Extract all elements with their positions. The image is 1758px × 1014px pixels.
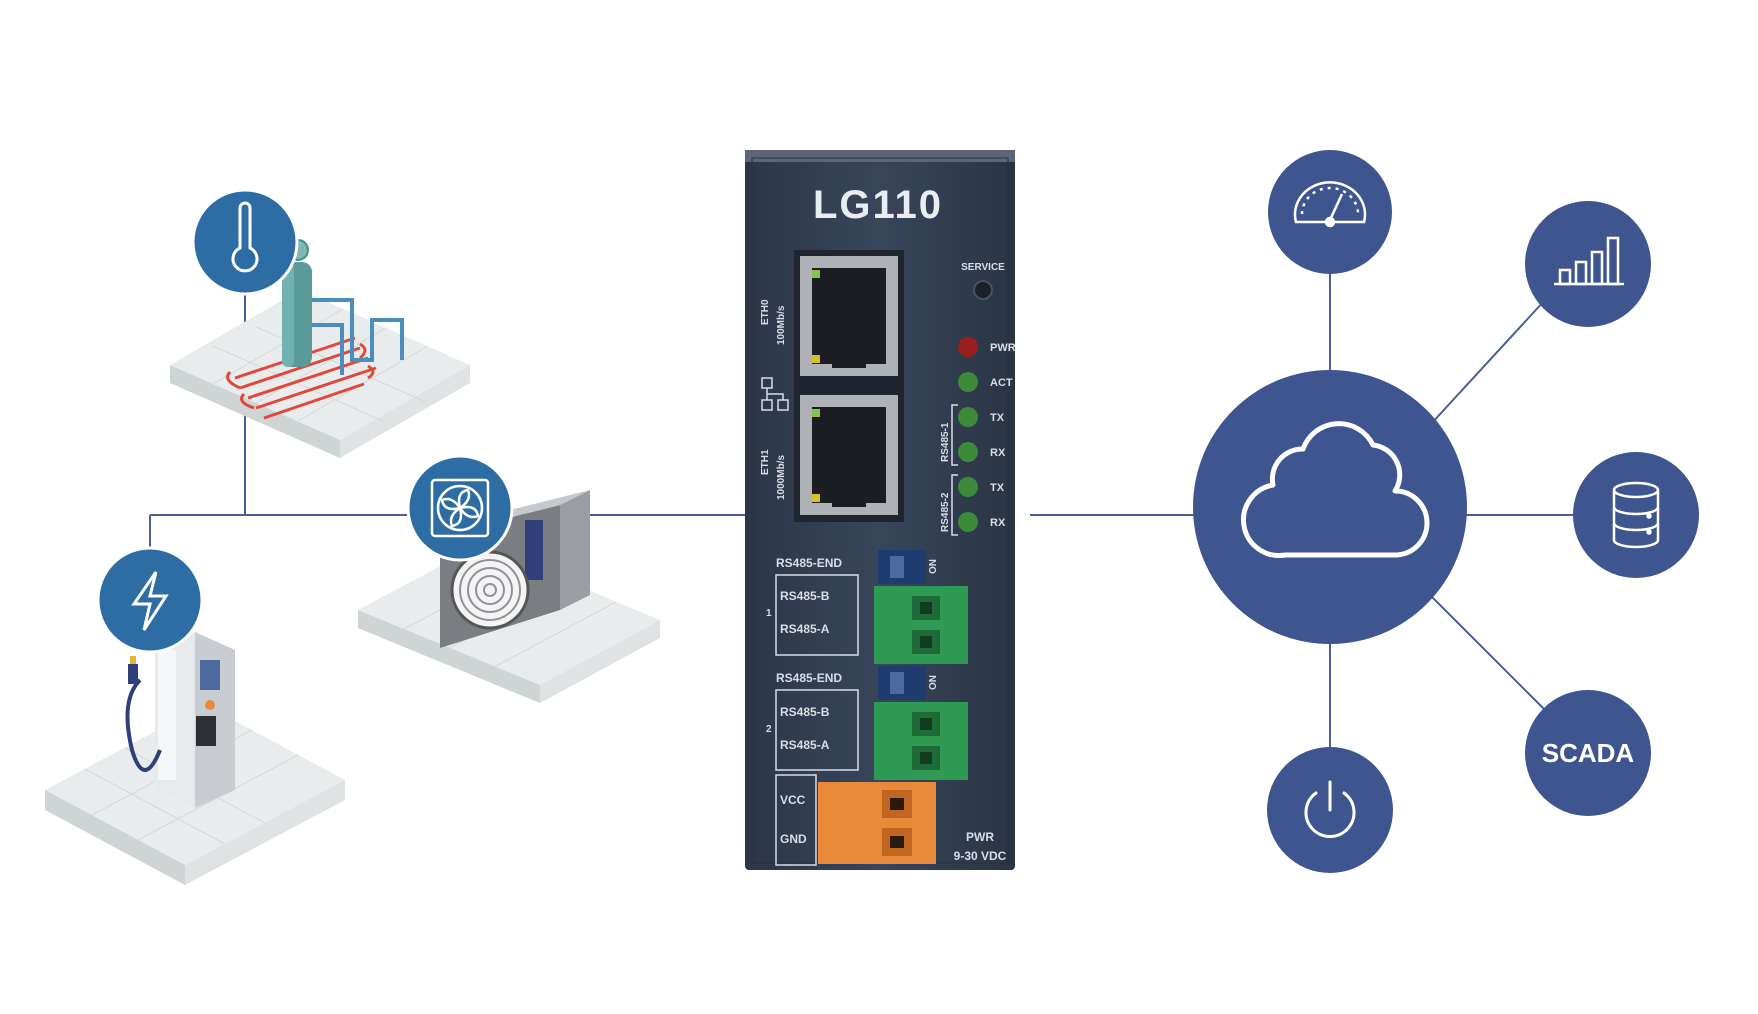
service-button	[973, 280, 993, 300]
dip-switch-2	[878, 666, 926, 700]
tx2-led-label: TX	[990, 482, 1005, 494]
port1-end-label: RS485-END	[776, 556, 842, 570]
power-icon	[1304, 780, 1356, 838]
terminal-block-1	[874, 586, 968, 664]
database-node	[1573, 452, 1699, 578]
heat-pump-tile	[170, 239, 470, 458]
network-icon	[761, 377, 789, 411]
tx1-led-label: TX	[990, 412, 1005, 424]
rx2-led-label: RX	[990, 517, 1006, 529]
dip2-on-label: ON	[928, 675, 939, 690]
port2-b-label: RS485-B	[780, 705, 830, 719]
pwr-range-label: 9-30 VDC	[954, 849, 1007, 863]
port2-end-label: RS485-END	[776, 671, 842, 685]
connection-lines	[149, 270, 1590, 760]
port1-b-label: RS485-B	[780, 589, 830, 603]
service-label: SERVICE	[961, 262, 1005, 273]
cloud-hub	[1193, 370, 1467, 644]
eth0-port	[800, 256, 898, 376]
act-led-label: ACT	[990, 377, 1013, 389]
pwr-input-label: PWR	[966, 830, 994, 844]
tx1-led	[958, 407, 978, 427]
eth1-label: ETH1	[760, 449, 771, 475]
scada-node: SCADA	[1525, 690, 1651, 816]
fan-icon	[430, 478, 490, 538]
eth1-port	[800, 395, 898, 515]
scada-label: SCADA	[1542, 738, 1635, 768]
thermometer-icon	[231, 201, 259, 273]
pwr-led	[958, 337, 978, 357]
rx1-led	[958, 442, 978, 462]
vcc-label: VCC	[780, 793, 806, 807]
ev-charger-tile	[45, 632, 345, 885]
tx2-led	[958, 477, 978, 497]
database-icon	[1612, 481, 1660, 549]
terminal-block-2	[874, 702, 968, 780]
port1-number: 1	[766, 608, 772, 619]
device-model: LG110	[813, 183, 943, 227]
dip-switch-1	[878, 550, 926, 584]
eth0-speed: 100Mb/s	[776, 305, 787, 345]
thermometer-node	[191, 188, 299, 296]
gauge-node	[1268, 150, 1392, 274]
eth0-label: ETH0	[760, 299, 771, 325]
eth1-speed: 1000Mb/s	[776, 455, 787, 500]
rs485-2-label: RS485-2	[940, 492, 951, 532]
bar-chart-node	[1525, 201, 1651, 327]
pwr-led-label: PWR	[990, 342, 1016, 354]
fan-node	[406, 454, 514, 562]
gnd-label: GND	[780, 832, 807, 846]
ev-charger	[125, 632, 235, 808]
dip1-on-label: ON	[928, 559, 939, 574]
port1-a-label: RS485-A	[780, 622, 830, 636]
rx1-led-label: RX	[990, 447, 1006, 459]
power-node	[1267, 747, 1393, 873]
rs485-1-label: RS485-1	[940, 422, 951, 462]
rx2-led	[958, 512, 978, 532]
port2-a-label: RS485-A	[780, 738, 830, 752]
port2-number: 2	[766, 724, 772, 735]
act-led	[958, 372, 978, 392]
lightning-node	[96, 546, 204, 654]
gauge-icon	[1293, 181, 1367, 228]
power-terminal	[818, 782, 936, 864]
bar-chart-icon	[1554, 236, 1624, 286]
lightning-icon	[131, 571, 169, 631]
cloud-icon	[1241, 421, 1430, 558]
lg110-device: LG110 ETH0 100Mb/s ETH1 1000Mb/s	[745, 150, 1016, 870]
